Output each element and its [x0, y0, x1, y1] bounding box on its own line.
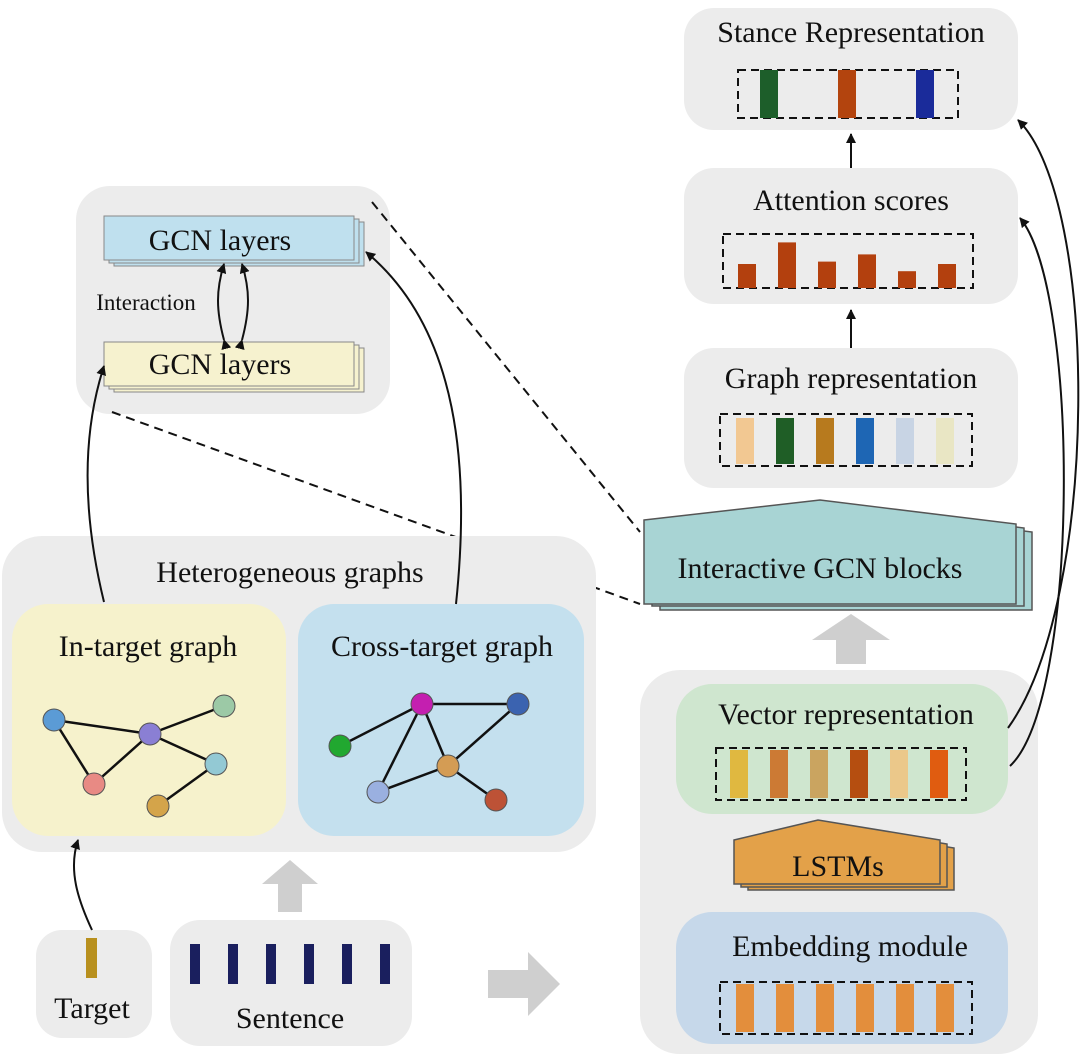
embedding-box	[719, 981, 973, 1035]
vector-rep-bar	[770, 750, 788, 798]
in-target-node	[146, 794, 170, 818]
embedding-bar	[736, 984, 754, 1032]
attention-bar	[738, 264, 756, 288]
embedding-bar	[776, 984, 794, 1032]
cross-target-title: Cross-target graph	[331, 630, 553, 663]
cross-target-node	[328, 734, 352, 758]
cross-target-panel	[298, 604, 584, 836]
cross-target-node	[436, 754, 460, 778]
vector-rep-bar	[930, 750, 948, 798]
graph-rep-vector-box	[719, 413, 973, 467]
in-target-panel	[12, 604, 286, 836]
vector-rep-title: Vector representation	[718, 698, 974, 731]
gcn-layers-top-label: GCN layers	[149, 224, 291, 257]
stance-bar	[760, 70, 778, 118]
in-target-title: In-target graph	[59, 630, 238, 663]
graph-representation-vector	[736, 418, 954, 464]
sentence-token	[304, 944, 314, 984]
attention-vector-box	[722, 233, 974, 289]
embedding-bar	[936, 984, 954, 1032]
sentence-tokens	[190, 944, 390, 984]
attention-bar	[858, 254, 876, 288]
embedding-vector	[736, 984, 954, 1032]
interactive-gcn-blocks: Interactive GCN blocks	[643, 499, 1033, 611]
in-target-node	[204, 752, 228, 776]
lstm-block: LSTMs	[733, 819, 955, 891]
graph-rep-bar	[776, 418, 794, 464]
graph-rep-bar	[896, 418, 914, 464]
embedding-bar	[896, 984, 914, 1032]
gray-up-arrow-right	[812, 614, 890, 664]
gray-up-arrow-left	[262, 860, 318, 912]
graph-rep-title: Graph representation	[725, 362, 977, 395]
embedding-bar	[816, 984, 834, 1032]
vector-rep-bar	[890, 750, 908, 798]
graph-rep-bar	[736, 418, 754, 464]
vector-representation-vector	[730, 750, 948, 798]
target-panel	[36, 930, 152, 1038]
stance-bar	[838, 70, 856, 118]
interaction-arrow-left	[216, 263, 232, 350]
cross-target-node	[366, 780, 390, 804]
target-token	[86, 938, 97, 978]
sentence-token	[266, 944, 276, 984]
sentence-token	[228, 944, 238, 984]
attention-panel	[684, 168, 1018, 304]
lstm-label: LSTMs	[792, 850, 884, 883]
sentence-token	[380, 944, 390, 984]
vector-rep-panel	[676, 684, 1008, 814]
stance-bar	[916, 70, 934, 118]
interactive-gcn-label: Interactive GCN blocks	[678, 552, 963, 585]
gcn-layers-bottom-stack: GCN layers	[103, 341, 365, 393]
sentence-label: Sentence	[236, 1002, 344, 1035]
embedding-title: Embedding module	[732, 930, 968, 963]
stance-vector	[760, 70, 934, 118]
cross-target-node	[410, 692, 434, 716]
cross-target-node	[506, 692, 530, 716]
arrow-intarget-to-gcn-bottom	[86, 365, 106, 603]
arrow-target-to-intarget	[70, 839, 93, 931]
attention-scores-bars	[738, 242, 956, 288]
in-target-node	[212, 694, 236, 718]
cross-target-graph	[328, 692, 530, 812]
graph-rep-bar	[816, 418, 834, 464]
arrow-crosstarget-to-gcn-top	[365, 251, 463, 605]
attention-title: Attention scores	[753, 184, 949, 217]
gray-right-arrow	[488, 952, 560, 1016]
attention-bar	[818, 261, 836, 288]
in-target-graph	[42, 694, 236, 818]
embedding-panel	[676, 912, 1008, 1044]
embedding-bar	[856, 984, 874, 1032]
graph-rep-bar	[856, 418, 874, 464]
in-target-node	[42, 708, 66, 732]
cross-target-node	[484, 788, 508, 812]
interaction-arrow-right	[234, 263, 250, 350]
attention-bar	[938, 264, 956, 288]
interaction-label: Interaction	[96, 290, 196, 315]
sentence-token	[190, 944, 200, 984]
gcn-layers-bottom-label: GCN layers	[149, 348, 291, 381]
graph-rep-panel	[684, 348, 1018, 488]
target-label: Target	[54, 992, 130, 1025]
arrow-vector-to-stance	[1007, 119, 1080, 729]
graph-rep-bar	[936, 418, 954, 464]
vector-rep-box	[715, 747, 967, 801]
vector-rep-bar	[810, 750, 828, 798]
hetero-graphs-title: Heterogeneous graphs	[156, 556, 423, 589]
attention-bar	[778, 242, 796, 288]
vector-rep-bar	[730, 750, 748, 798]
gcn-layers-top-stack: GCN layers	[103, 215, 365, 267]
zoom-line-top	[371, 201, 641, 533]
in-target-node	[82, 772, 106, 796]
stance-title: Stance Representation	[717, 16, 984, 49]
in-target-node	[138, 722, 162, 746]
arrow-vector-to-attention	[1009, 217, 1065, 767]
sentence-token	[342, 944, 352, 984]
attention-bar	[898, 271, 916, 288]
vector-rep-bar	[850, 750, 868, 798]
